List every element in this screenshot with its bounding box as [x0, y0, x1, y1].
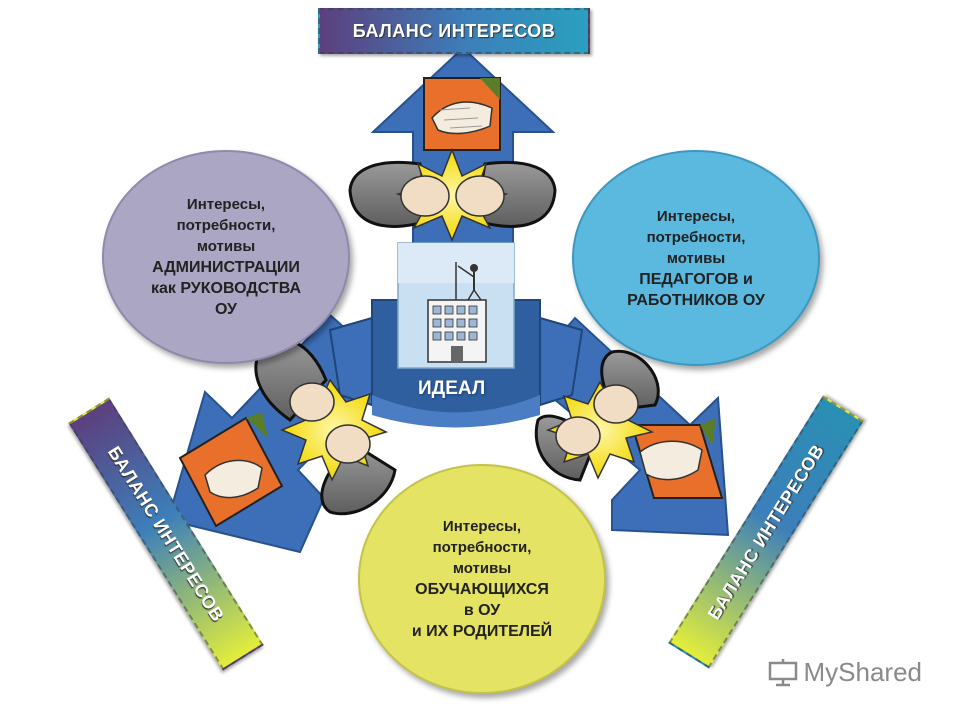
bubble-line: и ИХ РОДИТЕЛЕЙ: [411, 623, 553, 640]
bubble-line: АДМИНИСТРАЦИИ: [152, 259, 300, 276]
ideal-label: ИДЕАЛ: [418, 378, 486, 399]
bubble-line: потребности,: [646, 228, 746, 246]
bubble-line: Интересы,: [442, 518, 522, 535]
bubble-line: в ОУ: [463, 602, 501, 619]
banner-top-balance-of-interests: БАЛАНС ИНТЕРЕСОВ: [318, 8, 590, 54]
fist-clash-icon: [534, 349, 660, 482]
bubble-line: мотивы: [196, 238, 256, 255]
bubble-line: мотивы: [666, 249, 726, 267]
myshared-watermark: MyShared: [768, 657, 923, 688]
watermark-text: MyShared: [803, 657, 923, 687]
presentation-icon: [768, 658, 797, 686]
bubble-line: ПЕДАГОГОВ и: [639, 270, 753, 288]
administration-interests-bubble: Интересы, потребности, мотивы АДМИНИСТРА…: [102, 150, 350, 364]
handshake-icon: [423, 77, 501, 151]
bubble-line: ОБУЧАЮЩИХСЯ: [415, 581, 549, 598]
fist-clash-icon: [254, 338, 397, 516]
bubble-line: мотивы: [452, 560, 512, 577]
bubble-line: РАБОТНИКОВ ОУ: [627, 291, 765, 309]
bubble-line: Интересы,: [186, 196, 266, 213]
school-building-icon: [397, 242, 515, 369]
handshake-icon: [178, 412, 284, 528]
bubble-line: ОУ: [215, 301, 237, 318]
bubble-line: как РУКОВОДСТВА: [150, 280, 301, 297]
handshake-icon: [630, 418, 724, 499]
bubble-line: Интересы,: [656, 207, 736, 225]
bubble-line: потребности,: [176, 217, 276, 234]
fist-clash-icon: [348, 147, 557, 242]
teachers-interests-bubble: Интересы, потребности, мотивы ПЕДАГОГОВ …: [572, 150, 820, 366]
students-interests-bubble: Интересы, потребности, мотивы ОБУЧАЮЩИХС…: [358, 464, 606, 694]
bubble-line: потребности,: [432, 539, 532, 556]
